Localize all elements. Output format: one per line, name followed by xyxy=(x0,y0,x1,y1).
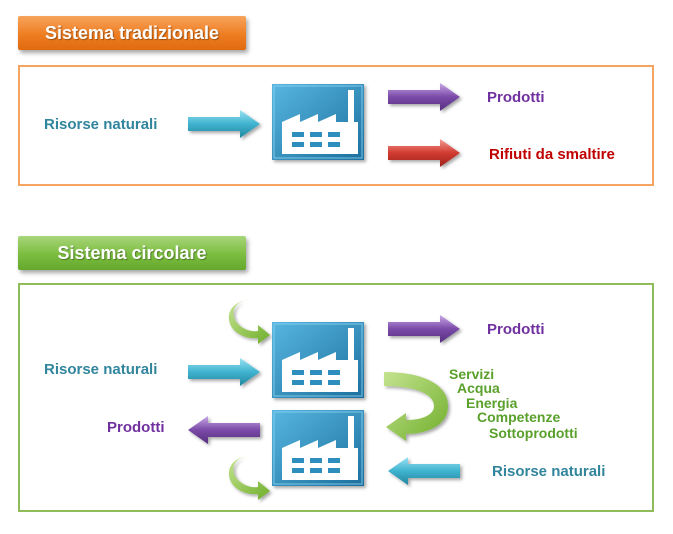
exchange-item: Sottoprodotti xyxy=(489,425,578,441)
factory-icon xyxy=(272,410,364,486)
circular-system-title: Sistema circolare xyxy=(18,236,246,270)
output-arrow-left-icon xyxy=(188,416,260,444)
input-arrow-icon xyxy=(188,110,260,138)
traditional-input-label: Risorse naturali xyxy=(44,116,158,133)
input-arrow-icon xyxy=(188,358,260,386)
exchange-item: Energia xyxy=(466,395,518,411)
exchange-item: Acqua xyxy=(457,380,500,396)
traditional-system-title: Sistema tradizionale xyxy=(18,16,246,50)
circular-products-label-top: Prodotti xyxy=(487,321,545,338)
exchange-item: Servizi xyxy=(449,366,495,382)
traditional-waste-label: Rifiuti da smaltire xyxy=(489,146,615,163)
circular-products-label-bottom: Prodotti xyxy=(107,419,165,436)
exchange-curved-arrow-icon xyxy=(384,372,448,441)
exchange-item: Competenze xyxy=(477,409,561,425)
circular-input-label-top: Risorse naturali xyxy=(44,361,158,378)
curved-arrow-icon xyxy=(228,456,270,500)
waste-arrow-icon xyxy=(388,139,460,167)
output-arrow-icon xyxy=(388,83,460,111)
factory-icon xyxy=(272,84,364,160)
curved-arrow-icon xyxy=(228,300,270,344)
input-arrow-left-icon xyxy=(388,457,460,485)
output-arrow-icon xyxy=(388,315,460,343)
circular-input-label-bottom: Risorse naturali xyxy=(492,463,606,480)
factory-icon xyxy=(272,322,364,398)
traditional-products-label: Prodotti xyxy=(487,89,545,106)
